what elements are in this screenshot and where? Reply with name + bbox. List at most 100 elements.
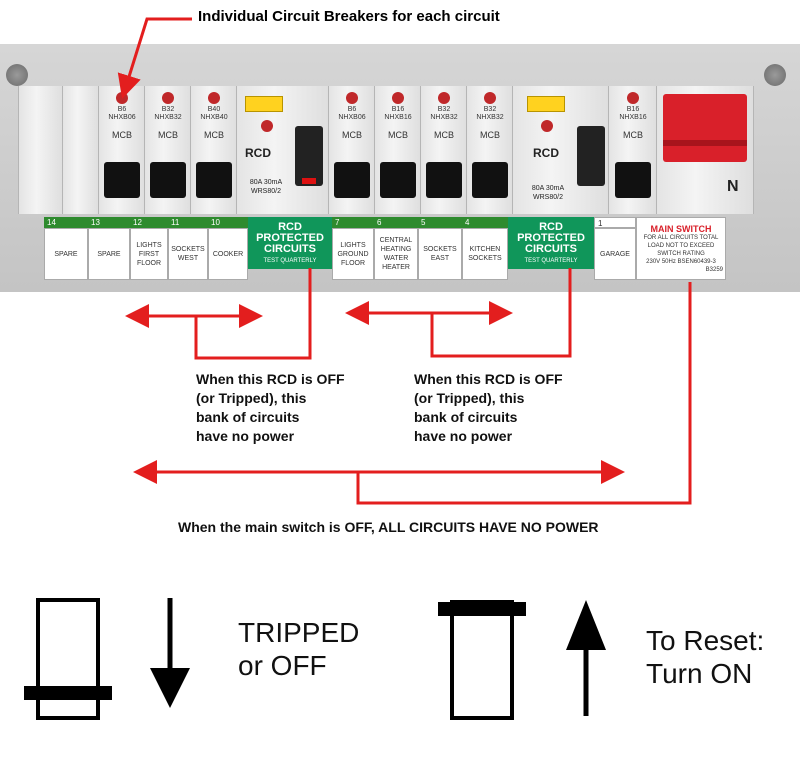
circuit-number-text: 5 — [421, 218, 426, 227]
circuit-number: 7 — [332, 217, 374, 228]
mcb-toggle[interactable] — [472, 162, 508, 198]
main-switch-label: MAIN SWITCH FOR ALL CIRCUITS TOTAL LOAD … — [636, 217, 726, 280]
tripped-breaker-icon — [24, 598, 112, 720]
circuit-number-text: 6 — [377, 218, 382, 227]
legend-symbols — [24, 598, 606, 720]
mcb-model: NHXB06 — [338, 114, 366, 121]
main-switch-note: When the main switch is OFF, ALL CIRCUIT… — [178, 519, 599, 535]
circuit-number: 11 — [168, 217, 208, 228]
mcb-type: MCB — [112, 130, 132, 140]
circuit-number-text: 13 — [91, 218, 100, 227]
rcd-toggle[interactable] — [295, 126, 323, 186]
neutral-mark: N — [727, 178, 739, 195]
tripped-line: TRIPPED — [238, 617, 360, 648]
circuit-number: 4 — [462, 217, 508, 228]
mcb-type: MCB — [388, 130, 408, 140]
brand-logo-icon — [346, 92, 358, 104]
circuit-label: SOCKETS WEST — [168, 228, 208, 280]
mcb-type: MCB — [158, 130, 178, 140]
circuit-number-text: 14 — [47, 218, 56, 227]
screw-icon — [764, 64, 786, 86]
mcb-toggle[interactable] — [334, 162, 370, 198]
on-breaker-icon — [438, 600, 526, 720]
rcd-test-button[interactable] — [527, 96, 565, 112]
circuit-number: 14 — [44, 217, 88, 228]
reset-label: To Reset: Turn ON — [646, 624, 764, 690]
mcb-toggle[interactable] — [104, 162, 140, 198]
mcb-rating: B6 — [347, 106, 357, 113]
tripped-label: TRIPPED or OFF — [238, 616, 359, 682]
mcb-model: NHXB32 — [154, 114, 182, 121]
mcb-rating: B32 — [437, 106, 451, 113]
reset-line: To Reset: — [646, 625, 765, 656]
down-arrow-icon — [150, 598, 190, 708]
rcd-left[interactable]: RCD 80A 30mA WRS80/2 — [236, 86, 330, 214]
rcd-model: WRS80/2 — [251, 188, 281, 195]
main-switch-title: MAIN SWITCH — [650, 223, 712, 234]
circuit-label: SOCKETS EAST — [418, 228, 462, 280]
brand-logo-icon — [438, 92, 450, 104]
circuit-number: 12 — [130, 217, 168, 228]
mcb-model: NHXB16 — [619, 114, 647, 121]
mcb-toggle[interactable] — [196, 162, 232, 198]
mcb-type: MCB — [434, 130, 454, 140]
main-switch[interactable]: N — [656, 86, 754, 214]
mcb-type: MCB — [480, 130, 500, 140]
mcb-model: NHXB16 — [384, 114, 412, 121]
blank-module — [18, 86, 64, 214]
mcb-toggle[interactable] — [426, 162, 462, 198]
brand-logo-icon — [261, 120, 273, 132]
rcd-test-button[interactable] — [245, 96, 283, 112]
circuit-number: 1 — [594, 217, 636, 228]
test-quarterly-text: TEST QUARTERLY — [263, 257, 317, 264]
brand-logo-icon — [541, 120, 553, 132]
mcb-rating: B16 — [626, 106, 640, 113]
rcd-label: RCD — [533, 146, 559, 160]
rcd-protected-text: RCD PROTECTED CIRCUITS — [256, 220, 324, 255]
brand-logo-icon — [162, 92, 174, 104]
note-line: have no power — [414, 428, 513, 444]
note-line: bank of circuits — [196, 409, 300, 425]
circuit-label: LIGHTS FIRST FLOOR — [130, 228, 168, 280]
rcd-label: RCD — [245, 146, 271, 160]
mcb-toggle[interactable] — [380, 162, 416, 198]
mcb-rating: B16 — [391, 106, 405, 113]
circuit-label: KITCHEN SOCKETS — [462, 228, 508, 280]
rcd-protected-label: RCD PROTECTED CIRCUITS TEST QUARTERLY — [508, 217, 594, 269]
mcb-toggle[interactable] — [615, 162, 651, 198]
circuit-number-text: 1 — [598, 219, 603, 228]
circuit-number-text: 12 — [133, 218, 142, 227]
brand-logo-icon — [627, 92, 639, 104]
mcb-rating: B40 — [207, 106, 221, 113]
mcb-type: MCB — [623, 130, 643, 140]
mcb-toggle[interactable] — [150, 162, 186, 198]
circuit-label: SPARE — [44, 228, 88, 280]
circuit-number-text: 4 — [465, 218, 470, 227]
circuit-label: GARAGE — [594, 228, 636, 280]
rcd-spec: 80A 30mA — [249, 179, 283, 186]
note-line: have no power — [196, 428, 295, 444]
mcb-rating: B32 — [161, 106, 175, 113]
main-switch-shadow — [663, 140, 747, 146]
brand-logo-icon — [116, 92, 128, 104]
note-line: When this RCD is OFF — [196, 371, 345, 387]
main-switch-handle[interactable] — [663, 94, 747, 162]
circuit-number: 10 — [208, 217, 248, 228]
rcd-toggle[interactable] — [577, 126, 605, 186]
mcb-type: MCB — [342, 130, 362, 140]
main-switch-body: FOR ALL CIRCUITS TOTAL LOAD NOT TO EXCEE… — [643, 234, 719, 257]
circuit-label: SPARE — [88, 228, 130, 280]
note-line: bank of circuits — [414, 409, 518, 425]
circuit-number-text: 7 — [335, 218, 340, 227]
rcd-model: WRS80/2 — [533, 194, 563, 201]
mcb-type: MCB — [204, 130, 224, 140]
